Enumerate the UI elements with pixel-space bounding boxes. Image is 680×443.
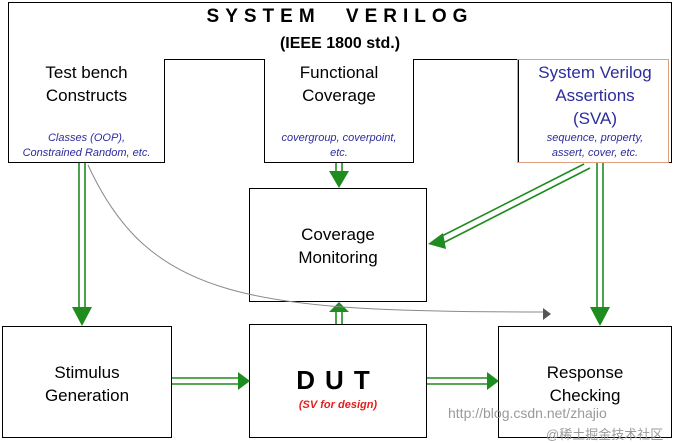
dut-subtitle: (SV for design) xyxy=(298,399,378,411)
stimulus-generation-box: Stimulus Generation xyxy=(2,326,172,438)
sva-sub-2: assert, cover, etc. xyxy=(551,147,639,159)
watermark-url: http://blog.csdn.net/zhajio xyxy=(448,405,607,421)
dut-box: DUT (SV for design) xyxy=(249,324,427,438)
testbench-sub-1: Classes (OOP), xyxy=(47,132,125,144)
response-line1: Response xyxy=(546,363,624,382)
header-title: SYSTEM VERILOG xyxy=(206,6,474,27)
header-box xyxy=(8,2,672,60)
coverage-monitoring-line1: Coverage xyxy=(301,225,375,244)
coverage-sub-2: etc. xyxy=(330,147,348,159)
sva-title-2: Assertions xyxy=(555,86,635,105)
sva-title-1: System Verilog xyxy=(538,63,652,82)
stimulus-line2: Generation xyxy=(44,386,130,405)
coverage-title-2: Coverage xyxy=(302,86,376,105)
curve-testbench-to-response xyxy=(87,164,546,313)
functional-coverage-box: Functional Coverage covergroup, coverpoi… xyxy=(264,59,414,163)
sva-box: System Verilog Assertions (SVA) sequence… xyxy=(517,59,672,163)
dut-label: DUT xyxy=(296,365,380,395)
coverage-sub-1: covergroup, coverpoint, xyxy=(281,132,397,144)
testbench-box: Test bench Constructs Classes (OOP), Con… xyxy=(8,59,165,163)
coverage-monitoring-line2: Monitoring xyxy=(298,248,378,267)
coverage-title-1: Functional xyxy=(299,63,379,82)
testbench-sub-2: Constrained Random, etc. xyxy=(22,147,151,159)
stimulus-line1: Stimulus xyxy=(54,363,120,382)
response-line2: Checking xyxy=(549,386,621,405)
testbench-title-1: Test bench xyxy=(45,63,128,82)
testbench-title-2: Constructs xyxy=(45,86,128,105)
arrow-sva-to-monitoring xyxy=(437,163,585,239)
coverage-monitoring-box: Coverage Monitoring xyxy=(249,188,427,302)
watermark-community: @稀土掘金技术社区 xyxy=(546,427,664,442)
sva-sub-1: sequence, property, xyxy=(546,132,644,144)
sva-highlight-frame xyxy=(517,59,669,163)
response-checking-box: Response Checking xyxy=(498,326,672,438)
header-subtitle: (IEEE 1800 std.) xyxy=(279,35,401,52)
sva-title-3: (SVA) xyxy=(572,109,618,128)
